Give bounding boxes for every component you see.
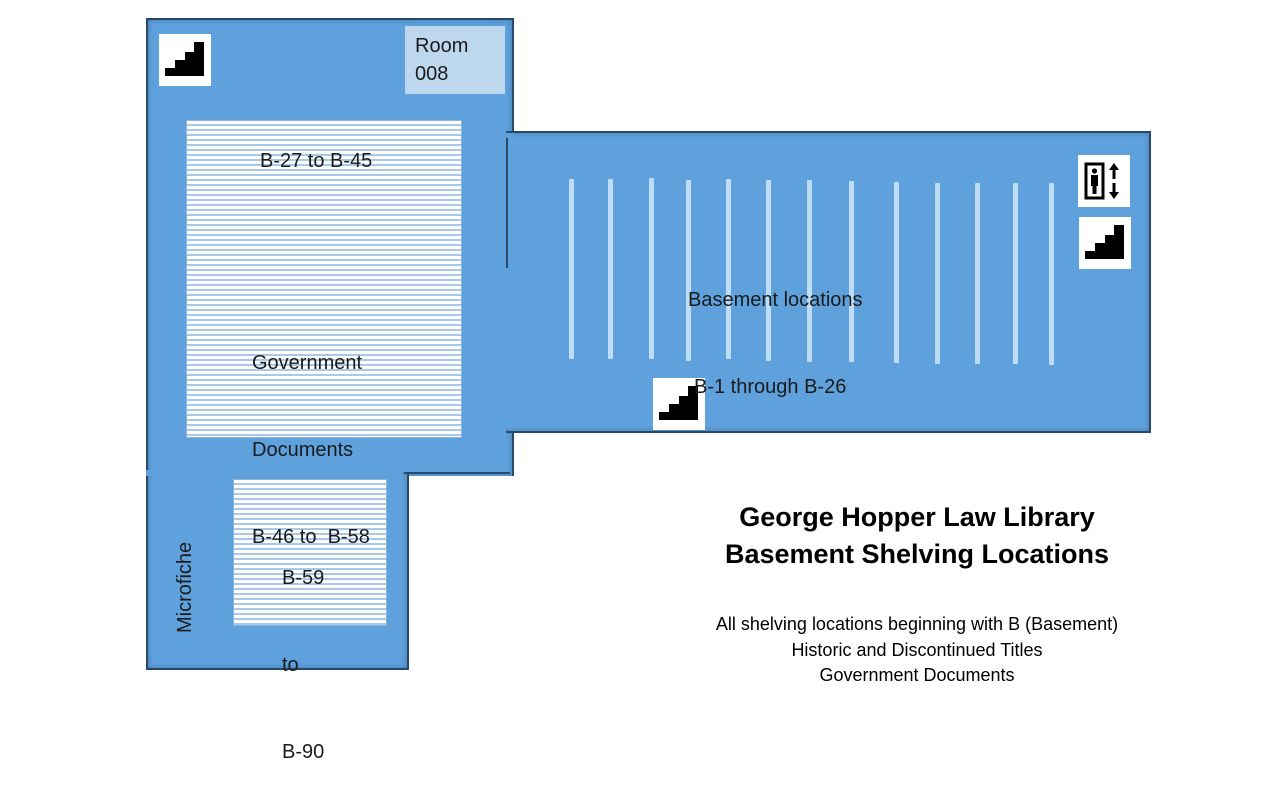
book-stack bbox=[649, 178, 654, 359]
room-008-label: Room bbox=[415, 35, 469, 57]
stairs-icon bbox=[1079, 217, 1131, 269]
b59-line3: B-90 bbox=[282, 741, 325, 763]
elevator-icon bbox=[1078, 155, 1130, 207]
book-stack bbox=[1049, 183, 1054, 365]
wall-segment bbox=[404, 472, 510, 474]
b59-line2: to bbox=[282, 654, 299, 676]
book-stack bbox=[608, 179, 613, 359]
area-label-microfiche: Microfiche bbox=[174, 541, 196, 633]
basement-line1: Basement locations bbox=[688, 289, 863, 311]
room-008-number: 008 bbox=[415, 63, 449, 85]
gov-docs-line2: Documents bbox=[252, 439, 354, 461]
stairs-icon bbox=[653, 378, 705, 430]
gov-docs-line1: Government bbox=[252, 352, 363, 374]
floor-area-east-wing bbox=[506, 131, 1151, 433]
book-stack bbox=[686, 180, 691, 361]
map-notes: All shelving locations beginning with B … bbox=[690, 612, 1144, 689]
basement-line2: B-1 through B-26 bbox=[694, 376, 847, 398]
floor-joint bbox=[146, 470, 402, 476]
map-title: George Hopper Law Library Basement Shelv… bbox=[700, 499, 1134, 573]
area-label-government-documents: Government Documents B-46 to B-58 bbox=[252, 291, 370, 581]
map-title-line2: Basement Shelving Locations bbox=[724, 539, 1110, 569]
gov-docs-line3: B-46 to B-58 bbox=[252, 526, 370, 548]
map-note: All shelving locations beginning with B … bbox=[715, 614, 1119, 634]
stairs-icon bbox=[159, 34, 211, 86]
shelving-block-main bbox=[186, 120, 462, 438]
area-label-b27-b45: B-27 to B-45 bbox=[260, 150, 373, 172]
book-stack bbox=[569, 179, 574, 359]
book-stack bbox=[935, 183, 940, 364]
book-stack bbox=[726, 179, 731, 359]
book-stack bbox=[766, 180, 771, 361]
map-note: Government Documents bbox=[819, 665, 1015, 685]
book-stack bbox=[1013, 183, 1018, 364]
map-note: Historic and Discontinued Titles bbox=[791, 639, 1043, 660]
area-label-basement-locations: Basement locations B-1 through B-26 bbox=[688, 228, 863, 431]
book-stack bbox=[849, 181, 854, 362]
floor-joint bbox=[505, 133, 513, 429]
map-title-line1: George Hopper Law Library bbox=[739, 502, 1095, 532]
area-label-b59-b90: B-59 to B-90 bbox=[282, 506, 324, 796]
shelving-block-small bbox=[233, 479, 387, 626]
wall-segment bbox=[506, 138, 508, 268]
book-stack bbox=[894, 182, 899, 363]
book-stack bbox=[975, 183, 980, 364]
book-stack bbox=[807, 180, 812, 362]
b59-line1: B-59 bbox=[282, 567, 325, 589]
room-008: Room 008 bbox=[405, 26, 505, 94]
